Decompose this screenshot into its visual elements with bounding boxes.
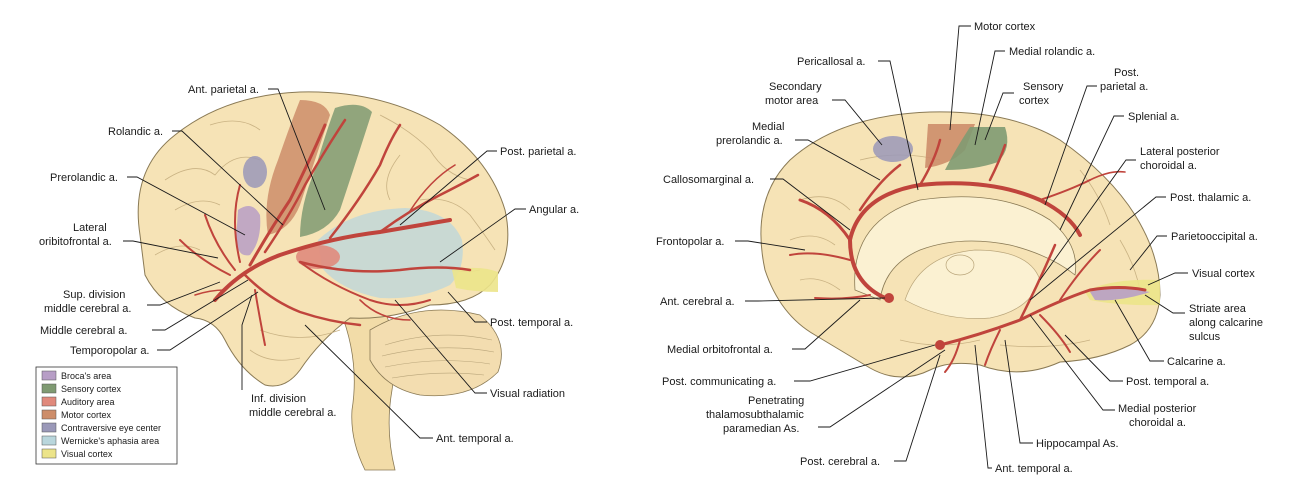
label-angular: Angular a.	[529, 204, 579, 216]
label-calcarine: Calcarine a.	[1167, 356, 1226, 368]
label-post-parietal-2: parietal a.	[1100, 81, 1148, 93]
label-middle-cerebral: Middle cerebral a.	[40, 325, 127, 337]
label-sup-division-2: middle cerebral a.	[44, 303, 131, 315]
corpus-callosum	[854, 196, 1077, 301]
label-post-temporal: Post. temporal a.	[490, 317, 573, 329]
label-post-thalamic: Post. thalamic a.	[1170, 192, 1251, 204]
cerebral-artery-branches-medial	[789, 138, 1147, 373]
label-lateral-posterior-choroidal-2: choroidal a.	[1140, 160, 1197, 172]
label-visual-cortex: Visual cortex	[1192, 268, 1255, 280]
left-labels: Ant. parietal a. Rolandic a. Prerolandic…	[39, 84, 579, 445]
label-visual-radiation: Visual radiation	[490, 388, 565, 400]
label-penetrating-1: Penetrating	[748, 395, 804, 407]
label-medial-rolandic: Medial rolandic a.	[1009, 46, 1095, 58]
lateral-brain-view	[123, 88, 526, 471]
secondary-motor-area	[873, 136, 913, 162]
medial-brain-view	[735, 25, 1188, 469]
label-medial-orbitofrontal: Medial orbitofrontal a.	[667, 344, 773, 356]
label-medial-prerolandic-1: Medial	[752, 121, 784, 133]
visual-cortex-area-lateral	[452, 267, 498, 292]
legend-swatch	[41, 448, 57, 459]
cerebellum	[369, 309, 502, 397]
legend-label: Broca's area	[61, 371, 111, 381]
legend-swatch	[41, 383, 57, 394]
sensory-cortex-area	[300, 104, 372, 237]
label-parietooccipital: Parietooccipital a.	[1171, 231, 1258, 243]
post-cerebral-origin	[935, 340, 945, 350]
right-labels: Motor cortex Pericallosal a. Medial rola…	[656, 21, 1263, 475]
striate-area	[1090, 288, 1150, 301]
label-lateral-orbitofrontal-2: oribitofrontal a.	[39, 236, 112, 248]
label-ant-cerebral: Ant. cerebral a.	[660, 296, 735, 308]
label-striate-2: along calcarine	[1189, 317, 1263, 329]
legend-swatch	[41, 409, 57, 420]
label-sensory-cortex-1: Sensory	[1023, 81, 1064, 93]
legend-swatch	[41, 370, 57, 381]
label-motor-cortex: Motor cortex	[974, 21, 1036, 33]
label-penetrating-3: paramedian As.	[723, 423, 799, 435]
label-frontopolar: Frontopolar a.	[656, 236, 724, 248]
label-penetrating-2: thalamosubthalamic	[706, 409, 804, 421]
motor-cortex-area-medial	[925, 124, 975, 168]
wernickes-area	[318, 208, 463, 299]
label-ant-parietal: Ant. parietal a.	[188, 84, 259, 96]
label-post-parietal: Post. parietal a.	[500, 146, 576, 158]
label-temporopolar: Temporopolar a.	[70, 345, 150, 357]
label-medial-posterior-choroidal-1: Medial posterior	[1118, 403, 1197, 415]
legend-swatch	[41, 435, 57, 446]
legend-swatch	[41, 396, 57, 407]
label-prerolandic: Prerolandic a.	[50, 172, 118, 184]
label-hippocampal: Hippocampal As.	[1036, 438, 1119, 450]
label-post-parietal-1: Post.	[1114, 67, 1139, 79]
label-callosomarginal: Callosomarginal a.	[663, 174, 754, 186]
legend-label: Sensory cortex	[61, 384, 122, 394]
label-ant-temporal: Ant. temporal a.	[436, 433, 514, 445]
interthalamic-adhesion	[945, 254, 975, 276]
legend-label: Wernicke's aphasia area	[61, 436, 159, 446]
legend-swatch	[41, 422, 57, 433]
right-leader-lines	[735, 25, 1188, 469]
legend-label: Auditory area	[61, 397, 115, 407]
label-post-cerebral: Post. cerebral a.	[800, 456, 880, 468]
legend-label: Contraversive eye center	[61, 423, 161, 433]
label-secondary-motor-1: Secondary	[769, 81, 822, 93]
label-pericallosal: Pericallosal a.	[797, 56, 865, 68]
label-sup-division-1: Sup. division	[63, 289, 125, 301]
label-striate-3: sulcus	[1189, 331, 1221, 343]
motor-cortex-area	[266, 100, 330, 235]
cerebellum-folia	[381, 334, 495, 379]
sensory-cortex-area-medial	[945, 127, 1008, 170]
label-splenial: Splenial a.	[1128, 111, 1179, 123]
label-post-communicating: Post. communicating a.	[662, 376, 776, 388]
middle-cerebral-artery-branches	[179, 118, 480, 346]
legend-label: Visual cortex	[61, 449, 113, 459]
contraversive-eye-center-area	[243, 156, 267, 188]
label-inf-division-1: Inf. division	[251, 393, 306, 405]
label-secondary-motor-2: motor area	[765, 95, 819, 107]
cerebrum-medial	[760, 111, 1161, 378]
ant-cerebral-origin	[884, 293, 894, 303]
label-medial-posterior-choroidal-2: choroidal a.	[1129, 417, 1186, 429]
label-post-temporal-medial: Post. temporal a.	[1126, 376, 1209, 388]
label-inf-division-2: middle cerebral a.	[249, 407, 336, 419]
legend-label: Motor cortex	[61, 410, 112, 420]
left-leader-lines	[123, 88, 526, 439]
label-lateral-posterior-choroidal-1: Lateral posterior	[1140, 146, 1220, 158]
legend-box	[35, 366, 178, 465]
label-striate-1: Striate area	[1189, 303, 1247, 315]
label-medial-prerolandic-2: prerolandic a.	[716, 135, 783, 147]
label-ant-temporal-medial: Ant. temporal a.	[995, 463, 1073, 475]
label-lateral-orbitofrontal-1: Lateral	[73, 222, 107, 234]
brocas-area	[236, 206, 261, 256]
label-sensory-cortex-2: cortex	[1019, 95, 1049, 107]
label-rolandic: Rolandic a.	[108, 126, 163, 138]
